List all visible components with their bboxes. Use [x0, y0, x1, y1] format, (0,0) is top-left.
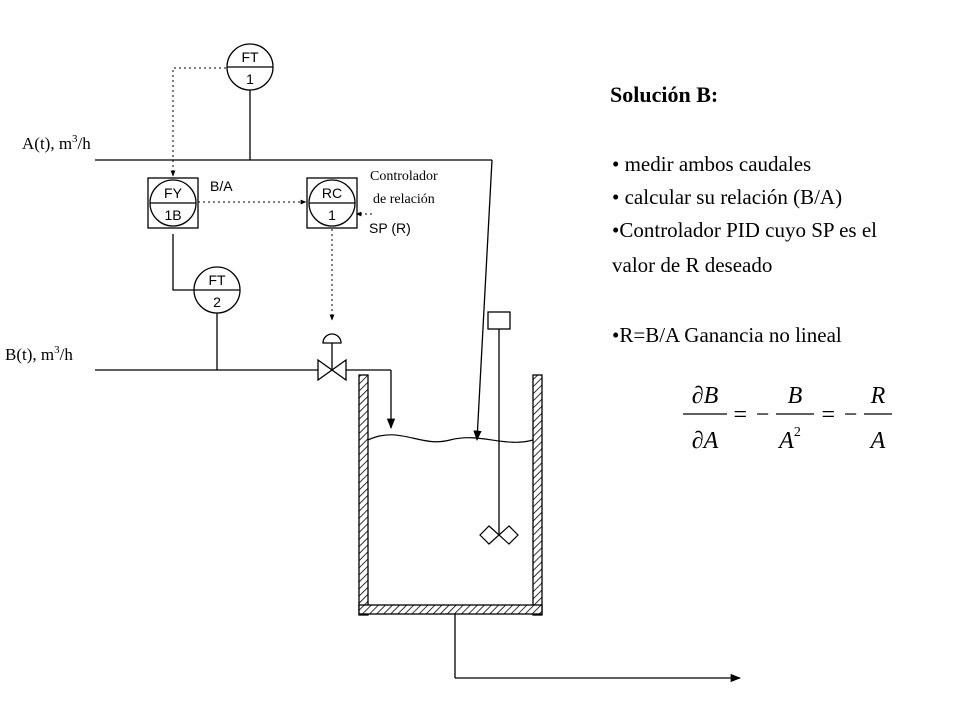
rc-tag-top: RC [322, 185, 342, 201]
stream-b-unit-exp: 3 [54, 344, 60, 356]
rc-tag-bottom: 1 [328, 207, 336, 223]
ft1-tag-top: FT [241, 49, 259, 65]
gain-formula: ∂B ∂A = − B A2 = − R A [683, 383, 892, 454]
fy-to-ft2-line [172, 234, 195, 291]
formula-db: ∂B [692, 383, 719, 409]
valve-actuator [322, 333, 342, 344]
stream-a-drop-line [473, 159, 493, 442]
bullet-pid-controller-line2: valor de R deseado [612, 253, 772, 277]
tank-bottom-wall [358, 604, 543, 615]
instrument-rc1[interactable]: RC 1 [306, 177, 358, 229]
agitator-motor [487, 311, 511, 330]
agitator-impeller [479, 525, 519, 545]
agitator [479, 311, 519, 545]
ft1-signal-line [170, 67, 226, 177]
ft2-tag-bottom: 2 [213, 294, 221, 310]
formula-a-squared: A2 [777, 425, 801, 454]
stream-a-unit-exp: 3 [72, 133, 78, 145]
formula-r: R [870, 383, 886, 409]
mixing-tank [358, 374, 543, 616]
formula-equals-1: = − [732, 402, 770, 428]
fy-tag-top: FY [164, 185, 183, 201]
formula-equals-2: = − [820, 402, 858, 428]
instrument-fy1b[interactable]: FY 1B [147, 177, 199, 229]
bullet-nonlinear-gain: •R=B/A Ganancia no lineal [612, 323, 842, 347]
ft1-tag-bottom: 1 [246, 71, 254, 87]
formula-exponent: 2 [794, 425, 801, 440]
stream-b-label: B(t), m3/h [5, 344, 73, 364]
setpoint-label: SP (R) [369, 220, 411, 236]
formula-a: A [869, 428, 886, 454]
bullet-compute-ratio: • calcular su relación (B/A) [612, 185, 842, 209]
ft2-tag-top: FT [208, 272, 226, 288]
ratio-signal-label: B/A [210, 178, 233, 194]
formula-da: ∂A [692, 428, 719, 454]
tank-left-wall [358, 374, 369, 616]
bullet-measure-flows: • medir ambos caudales [612, 152, 811, 176]
stream-a-label: A(t), m3/h [22, 133, 91, 153]
controller-caption-line1: Controlador [370, 169, 438, 184]
fy-tag-bottom: 1B [164, 207, 181, 223]
solution-heading: Solución B: [610, 82, 718, 107]
liquid-level-line [367, 434, 534, 443]
instrument-ft2[interactable]: FT 2 [193, 266, 241, 314]
formula-b: B [788, 383, 803, 409]
controller-caption-line2: de relación [373, 192, 435, 207]
tank-right-wall [532, 374, 543, 616]
bullet-pid-controller-line1: •Controlador PID cuyo SP es el [612, 218, 877, 242]
instrument-ft1[interactable]: FT 1 [226, 43, 274, 91]
control-valve [317, 333, 347, 382]
